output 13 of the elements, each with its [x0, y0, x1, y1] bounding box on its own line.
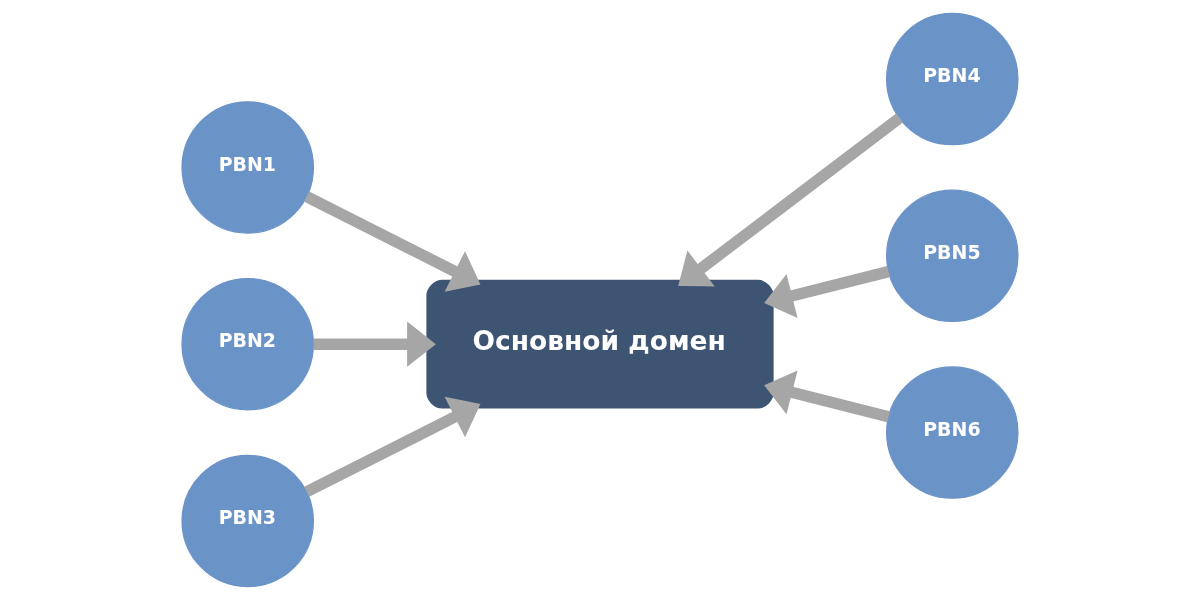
node-circle: PBN1 [181, 101, 314, 234]
node-circle: PBN4 [886, 12, 1019, 146]
arrow [304, 396, 481, 497]
node-box: Основной домен [426, 279, 774, 409]
arrow [678, 113, 903, 287]
arrow [764, 370, 890, 423]
node-circle: PBN3 [181, 454, 314, 588]
arrow [304, 191, 481, 292]
node-circle: PBN6 [886, 366, 1019, 499]
arrow [764, 266, 890, 318]
arrow [313, 321, 436, 367]
node-circle: PBN2 [181, 277, 314, 411]
node-circle: PBN5 [886, 189, 1019, 323]
